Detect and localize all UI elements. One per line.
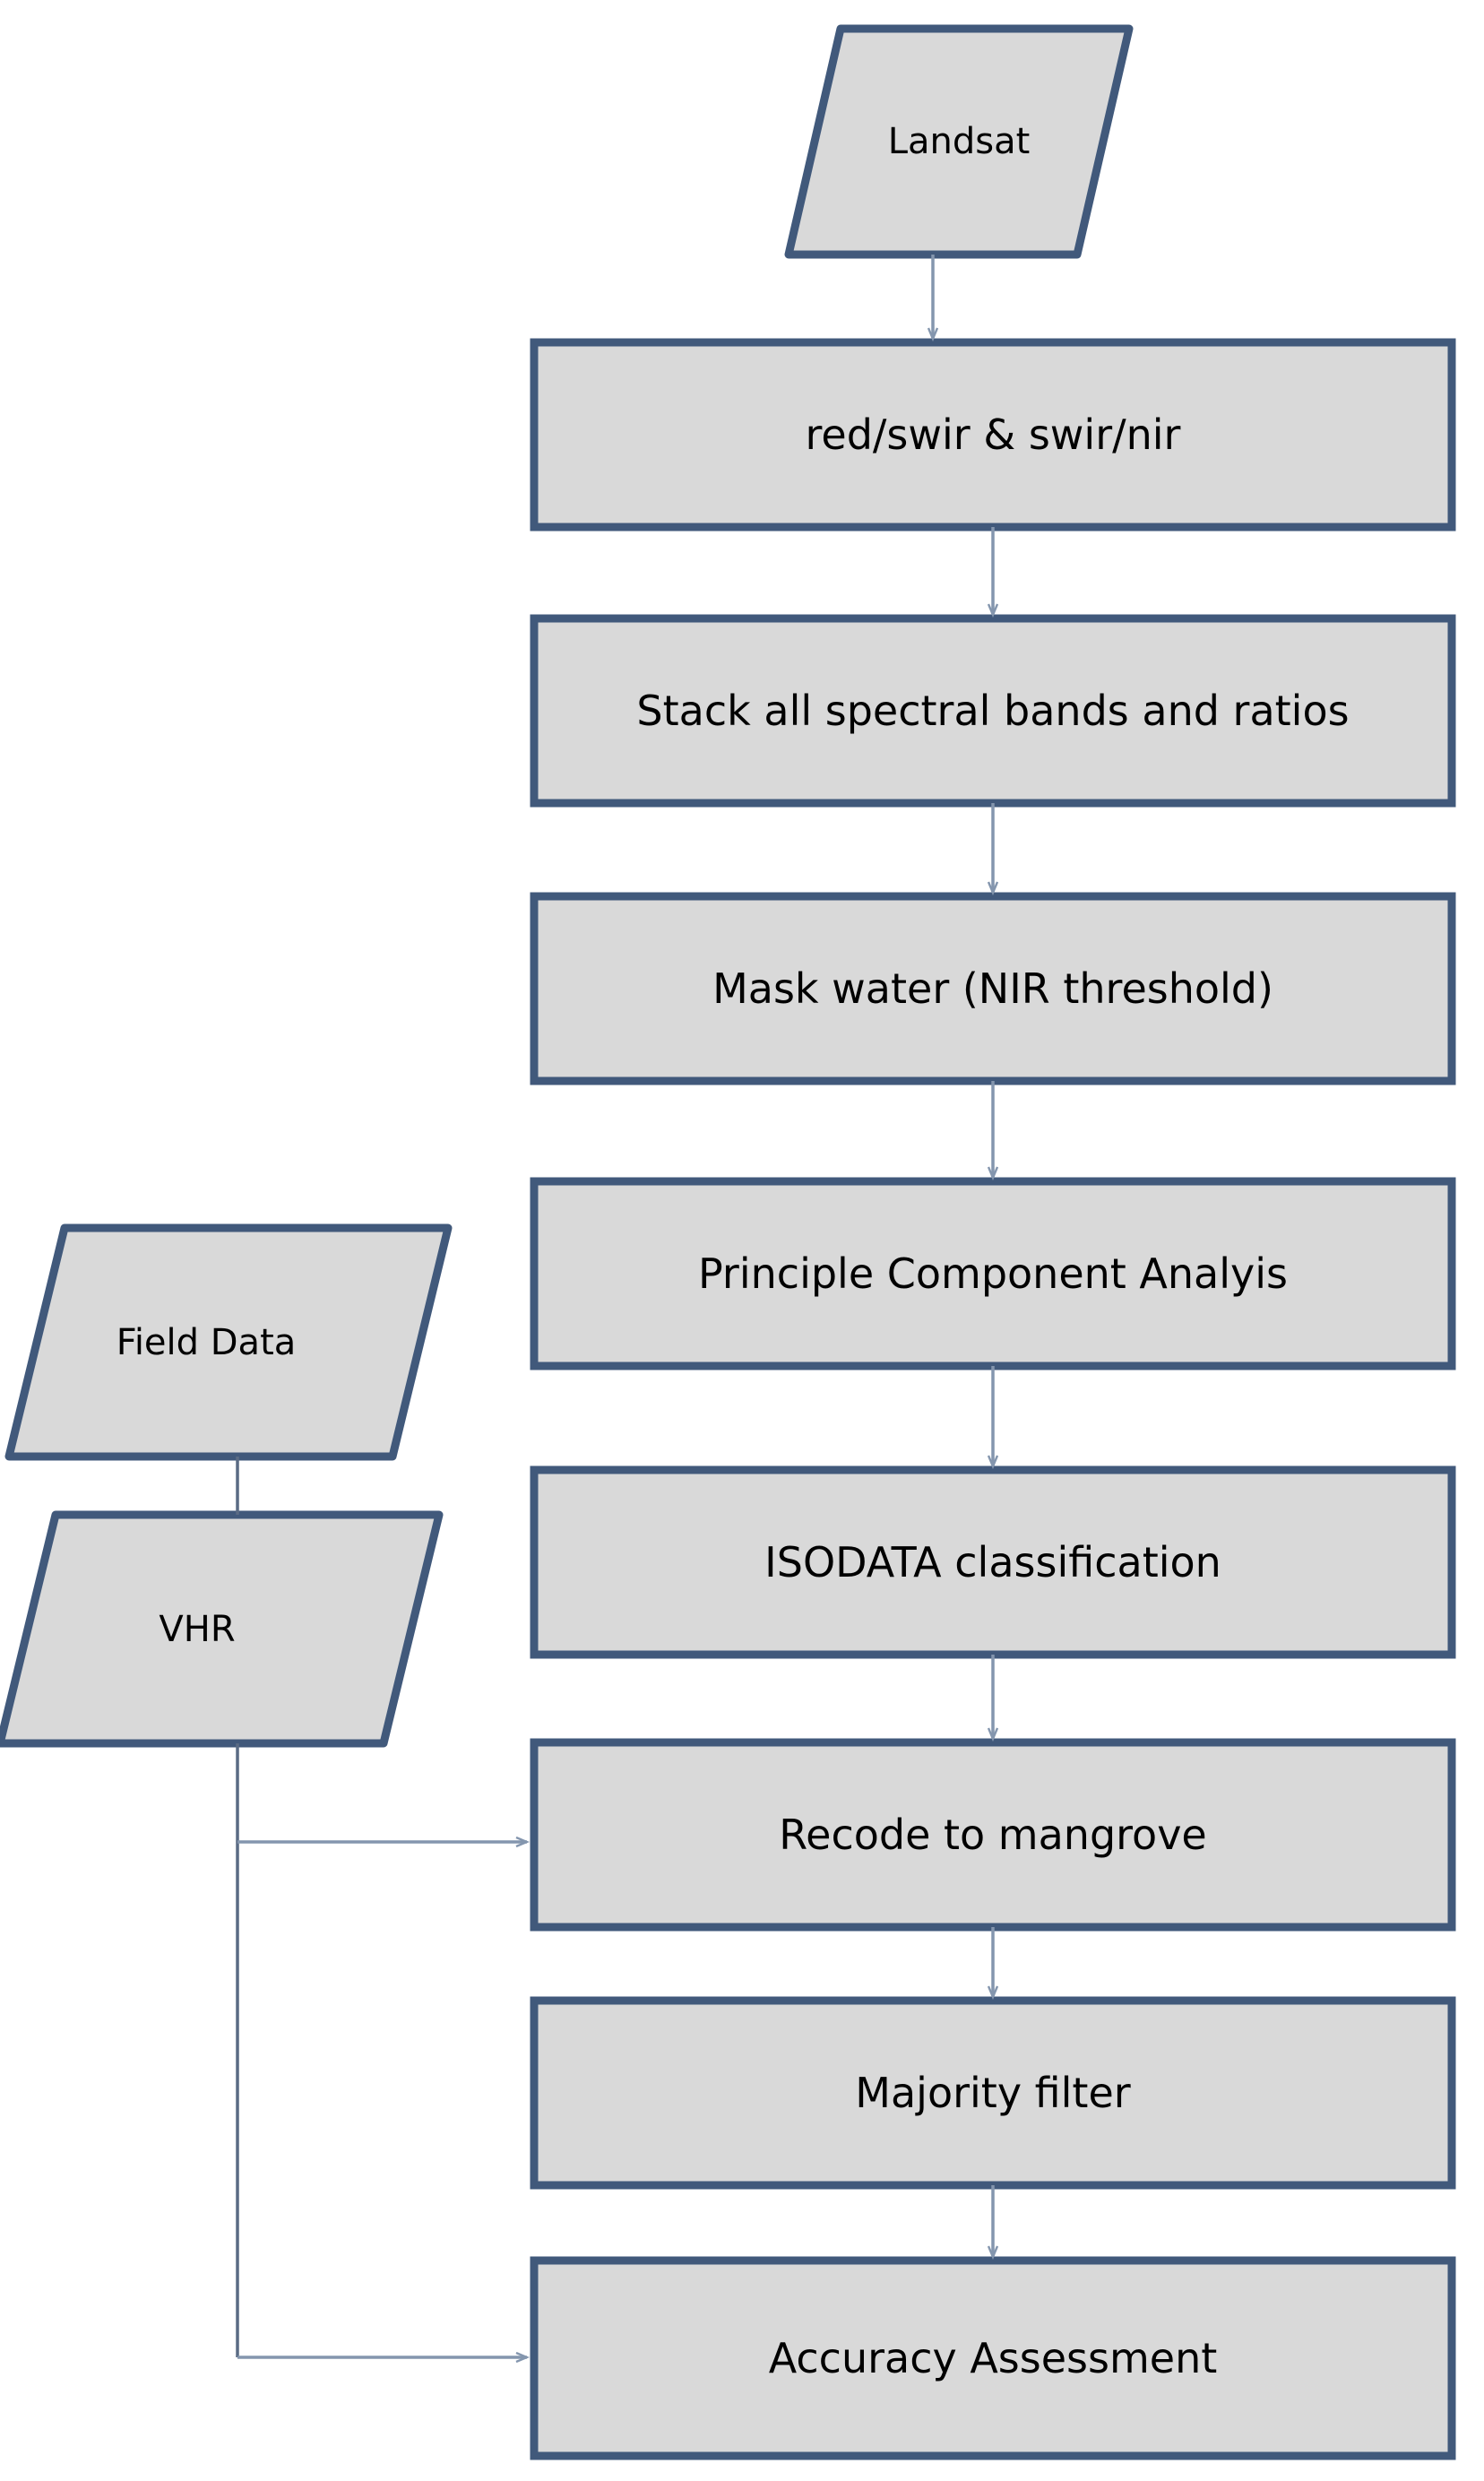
ratios-process-shape [530,338,1456,532]
node-isodata[interactable] [530,1465,1456,1659]
field-data-parallelogram-shape [4,1223,453,1461]
landsat-parallelogram-shape [784,24,1134,259]
vhr-parallelogram-shape [0,1510,444,1748]
isodata-process-shape [530,1465,1456,1659]
node-recode[interactable] [530,1738,1456,1932]
node-accuracy[interactable] [530,2256,1456,2460]
node-mask-water[interactable] [530,892,1456,1085]
recode-process-shape [530,1738,1456,1932]
accuracy-process-shape [530,2256,1456,2460]
node-field-data[interactable] [4,1223,453,1461]
mask-water-process-shape [530,892,1456,1085]
node-landsat[interactable] [784,24,1134,259]
pca-process-shape [530,1177,1456,1370]
node-ratios[interactable] [530,338,1456,532]
node-stack[interactable] [530,614,1456,808]
majority-process-shape [530,1996,1456,2190]
stack-process-shape [530,614,1456,808]
node-pca[interactable] [530,1177,1456,1370]
node-majority[interactable] [530,1996,1456,2190]
node-vhr[interactable] [0,1510,444,1748]
